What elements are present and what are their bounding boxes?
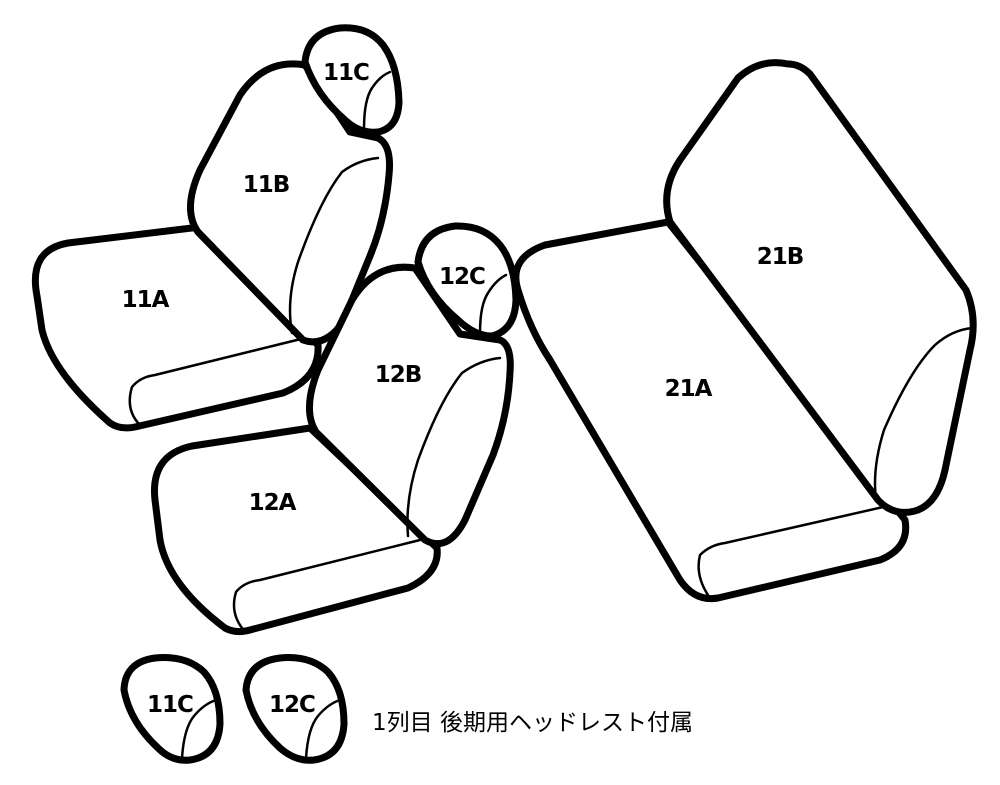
seat-part-12c: 12C (414, 222, 520, 340)
legend-headrest-11c: 11C (120, 654, 224, 764)
seat-part-21a: 21A (512, 218, 910, 603)
legend-caption: 1列目 後期用ヘッドレスト付属 (372, 710, 693, 736)
part-label-11c: 11C (323, 60, 369, 86)
part-label-12a: 12A (249, 490, 297, 516)
seat-part-12a: 12A (150, 424, 441, 636)
seat-part-11b: 11B (186, 60, 393, 346)
seat-part-21b: 21B (663, 59, 977, 516)
seat-part-12b: 12B (305, 263, 514, 548)
part-label-21a: 21A (665, 376, 713, 402)
legend: 11C 12C 1列目 後期用ヘッドレスト付属 (120, 654, 693, 764)
rear-bench-seat: 21A 21B (512, 59, 977, 603)
legend-label-12c: 12C (269, 692, 315, 718)
legend-headrest-12c: 12C (242, 654, 348, 764)
legend-label-11c: 11C (147, 692, 193, 718)
front-seat-1: 11A 11B 11C (31, 24, 403, 432)
part-label-12b: 12B (375, 362, 422, 388)
part-label-11b: 11B (243, 172, 290, 198)
part-label-12c: 12C (439, 264, 485, 290)
part-label-11a: 11A (122, 287, 170, 313)
front-seat-2: 12A 12B 12C (150, 222, 520, 636)
seat-part-11c: 11C (301, 24, 403, 136)
part-label-21b: 21B (757, 244, 804, 270)
